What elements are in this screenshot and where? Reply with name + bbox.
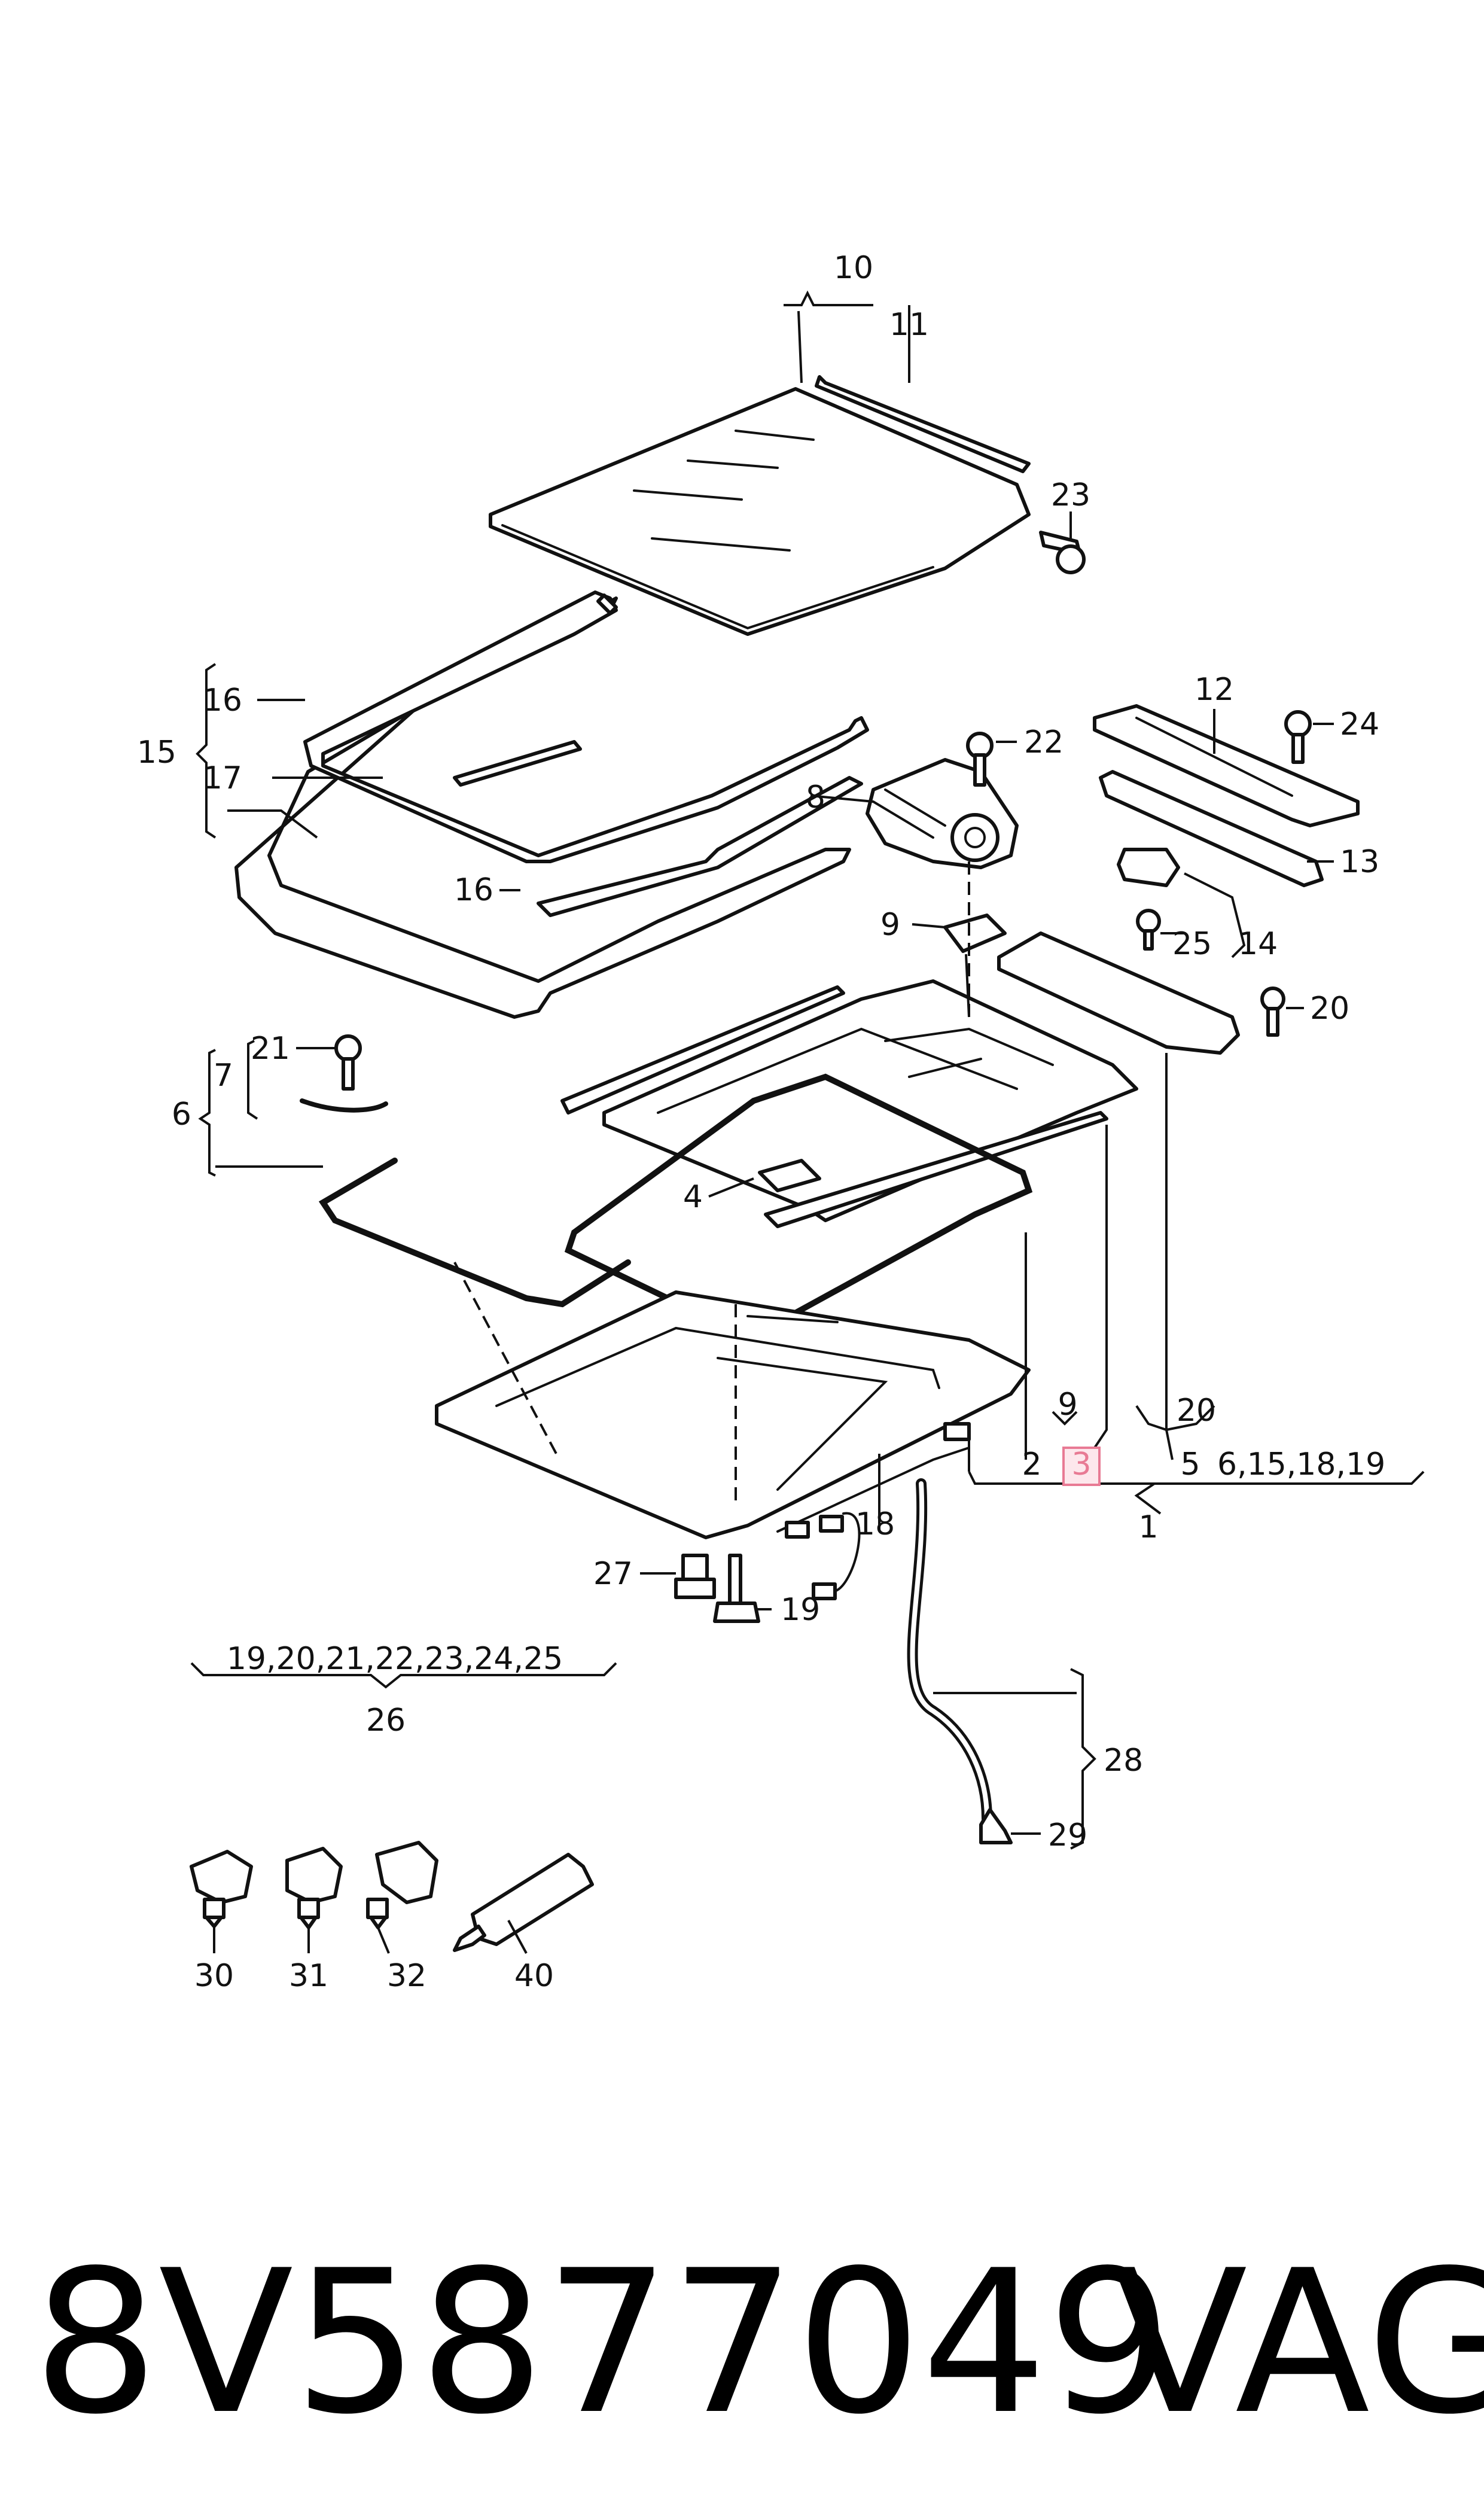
screw-24 [1284,710,1312,764]
callout-25: 25 [1172,926,1212,962]
screw-21 [334,1034,362,1091]
callout-19: 19 [781,1592,820,1628]
callout-16-bottom: 16 [454,872,493,908]
callout-group-26-members: 19,20,21,22,23,24,25 [227,1641,563,1677]
callout-20-bottom: 20 [1177,1393,1216,1429]
callout-40: 40 [514,1958,554,1994]
callout-12: 12 [1194,672,1234,708]
callout-9-top: 9 [880,907,900,943]
clip-30 [190,1850,253,1928]
trim-frame [234,590,869,1019]
wiring-harness-18 [776,1422,971,1600]
callout-2: 2 [1022,1447,1041,1482]
callout-14: 14 [1238,926,1278,962]
callout-8: 8 [806,780,825,815]
callout-5: 5 [1180,1447,1200,1482]
screw-19 [713,1554,760,1623]
screw-20 [1260,987,1285,1037]
screw-27 [674,1554,716,1599]
rail-4 [764,1111,1108,1228]
callout-13: 13 [1340,844,1379,880]
callout-17: 17 [203,760,242,796]
callout-3: 3 [1071,1447,1091,1482]
clip-31 [285,1847,343,1929]
glass-panel [489,387,1031,636]
callout-18: 18 [855,1506,895,1542]
callout-27: 27 [593,1556,633,1592]
callout-10: 10 [834,250,873,286]
callout-26: 26 [366,1703,406,1738]
grommet-29 [979,1808,1013,1844]
motor-8 [866,758,1019,869]
seal-7 [300,1098,388,1113]
callout-labels: 10 11 23 16 15 17 16 8 22 12 24 13 25 14… [137,250,1385,1994]
rail-12 [1093,704,1360,827]
callout-32: 32 [387,1958,426,1994]
callout-9-bottom: 9 [1058,1387,1077,1423]
highlight-box [1062,1447,1101,1486]
callout-28: 28 [1104,1743,1143,1779]
callout-21: 21 [251,1031,290,1067]
callout-30: 30 [194,1958,234,1994]
brand-name: VAG [1113,2228,1484,2458]
inner-seal [564,1073,1033,1332]
callout-1: 1 [1138,1509,1158,1545]
callout-group-1-extra: 6,15,18,19 [1217,1447,1385,1482]
roof-panel [435,1290,1031,1539]
callout-7: 7 [214,1058,233,1094]
callout-16-top: 16 [203,683,242,718]
callout-24: 24 [1340,707,1379,742]
rail-13 [1099,770,1324,887]
callout-11: 11 [889,307,929,343]
callout-15: 15 [137,735,176,771]
drain-seal-6 [318,1158,631,1308]
slider-4 [758,1159,821,1192]
tube-40 [453,1853,594,1952]
callout-20-top: 20 [1310,991,1349,1027]
clip-32 [366,1841,438,1929]
leader-lines [190,290,1425,1954]
callout-31: 31 [289,1958,328,1994]
bracket-20 [997,931,1240,1055]
callout-6: 6 [172,1097,191,1132]
dashed-guides [453,861,970,1502]
callout-22: 22 [1024,724,1064,760]
screw-23 [1039,531,1086,574]
glass-seal-strip [815,375,1031,473]
screw-25 [1136,909,1161,951]
callout-4: 4 [683,1179,703,1215]
sunroof-frame [560,979,1138,1222]
callout-23: 23 [1051,477,1090,513]
callout-29: 29 [1048,1817,1087,1853]
clip-9 [943,914,1007,953]
part-number: 8V5877049 [33,2228,1172,2458]
screw-22 [966,732,994,787]
cap-14 [1117,848,1180,887]
